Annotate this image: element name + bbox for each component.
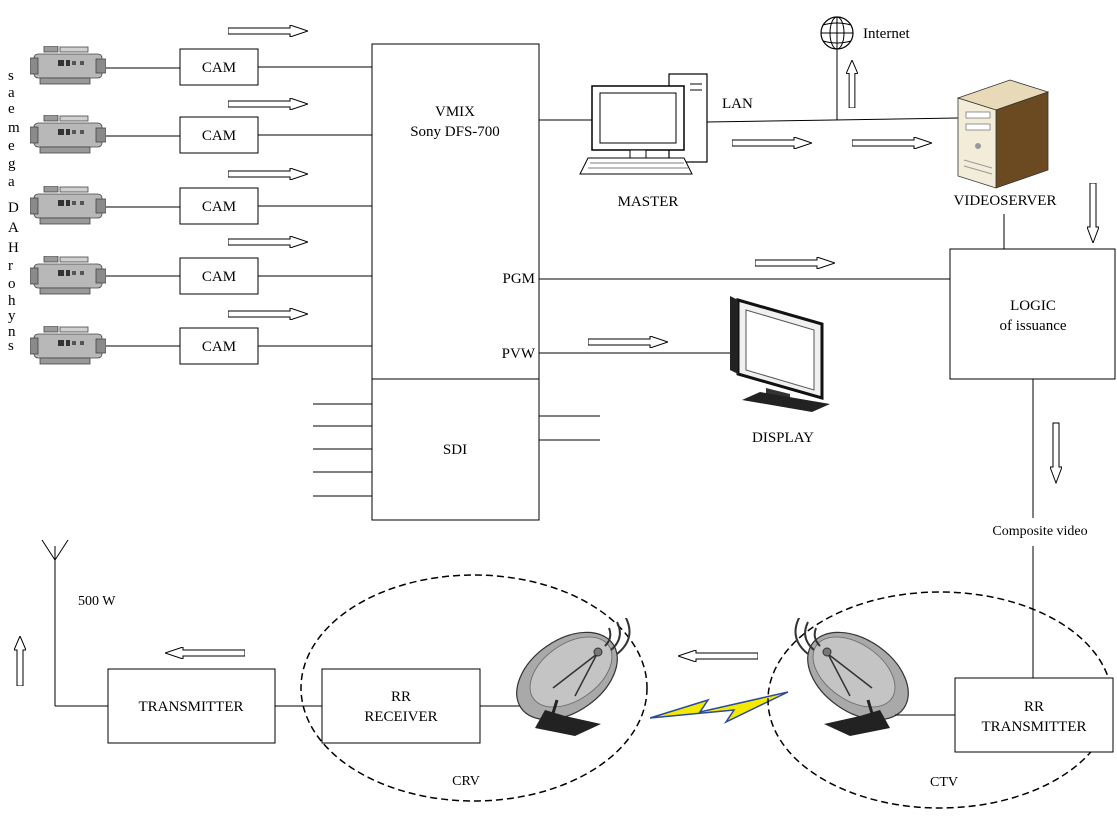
side-label-char: n — [8, 324, 16, 340]
side-label-char: D — [8, 200, 19, 216]
cam-box — [179, 257, 259, 295]
side-label-char: r — [8, 258, 13, 274]
composite-video-label: Composite video — [992, 524, 1087, 539]
side-label-char: m — [8, 120, 20, 136]
camera-row-1: CAM — [30, 25, 372, 86]
cam-label: CAM — [202, 199, 236, 215]
cam-label: CAM — [202, 269, 236, 285]
cam-label: CAM — [202, 128, 236, 144]
camera-row-3: CAM — [30, 168, 372, 225]
video-server: VIDEOSERVER — [954, 79, 1057, 209]
display-label: DISPLAY — [752, 430, 814, 446]
side-label-char: o — [8, 276, 16, 292]
side-label-char: s — [8, 338, 14, 354]
internet-label: Internet — [863, 26, 910, 42]
side-label-char: h — [8, 293, 16, 309]
power-label: 500 W — [78, 594, 116, 609]
arrow-right-icon — [732, 137, 812, 149]
logic-subtitle: of issuance — [999, 318, 1066, 334]
display-monitor: DISPLAY — [730, 296, 830, 446]
logic-title: LOGIC — [1010, 298, 1056, 314]
rr-receiver-box — [321, 668, 481, 744]
rr-transmitter-line1: RR — [1024, 699, 1044, 715]
side-label-char: g — [8, 156, 16, 172]
camera-row-2: CAM — [30, 98, 372, 154]
camcorder-icon — [30, 115, 106, 154]
camera-row-5: CAM — [30, 308, 372, 365]
arrow-right-icon — [228, 25, 308, 37]
keyboard-icon — [579, 157, 693, 175]
satellite-dish-icon — [789, 618, 920, 740]
logic-box: LOGIC of issuance — [949, 248, 1116, 380]
transmitter-box — [107, 668, 276, 744]
internet-globe: Internet — [820, 16, 910, 50]
rr-transmitter-line2: TRANSMITTER — [982, 719, 1087, 735]
camcorder-icon — [30, 46, 106, 85]
arrow-right-icon — [588, 336, 668, 348]
cam-label: CAM — [202, 60, 236, 76]
satellite-dish-icon — [505, 618, 636, 740]
side-label-char: a — [8, 85, 15, 101]
crv-label: CRV — [452, 774, 480, 789]
mixer-model: Sony DFS-700 — [410, 124, 500, 140]
arrow-up-icon — [14, 636, 26, 686]
cam-label: CAM — [202, 339, 236, 355]
master-label: MASTER — [618, 194, 679, 210]
pvw-label: PVW — [502, 346, 536, 362]
arrow-right-icon — [228, 98, 308, 110]
arrow-right-icon — [228, 308, 308, 320]
side-label-char: e — [8, 138, 15, 154]
arrow-left-icon — [678, 650, 758, 662]
vmix-mixer: VMIX Sony DFS-700 PGM PVW SDI — [313, 43, 600, 521]
camera-row-4: CAM — [30, 236, 372, 295]
side-label-char: H — [8, 240, 19, 256]
rr-receiver-line2: RECEIVER — [364, 709, 437, 725]
side-label-char: y — [8, 308, 16, 324]
arrow-right-icon — [755, 257, 835, 269]
transmitter-label: TRANSMITTER — [139, 699, 244, 715]
camcorder-icon — [30, 326, 106, 365]
ctv-label: CTV — [930, 775, 958, 790]
lightning-icon — [649, 691, 789, 724]
videoserver-label: VIDEOSERVER — [954, 193, 1057, 209]
arrow-left-icon — [165, 647, 245, 659]
arrow-right-icon — [228, 168, 308, 180]
arrow-right-icon — [228, 236, 308, 248]
rr-transmitter-box — [954, 677, 1114, 753]
crv-zone — [300, 574, 648, 802]
side-label-char: a — [8, 174, 15, 190]
lan-label: LAN — [722, 96, 753, 112]
arrow-down-icon — [1050, 422, 1062, 484]
mixer-title: VMIX — [435, 104, 475, 120]
pgm-label: PGM — [502, 271, 535, 287]
camcorder-icon — [30, 256, 106, 295]
antenna: 500 W — [41, 539, 116, 707]
cam-box — [179, 48, 259, 86]
master-computer: MASTER — [579, 73, 708, 210]
side-label-char: e — [8, 101, 15, 117]
side-label-char: A — [8, 220, 19, 236]
sdi-label: SDI — [443, 442, 467, 458]
side-label-char: s — [8, 68, 14, 84]
arrow-up-icon — [846, 60, 858, 108]
camcorder-icon — [30, 186, 106, 225]
side-label: s a e m e g a D A H r o h y n s — [8, 68, 20, 354]
arrow-right-icon — [852, 137, 932, 149]
arrow-down-icon — [1087, 183, 1099, 243]
rr-receiver-line1: RR — [391, 689, 411, 705]
